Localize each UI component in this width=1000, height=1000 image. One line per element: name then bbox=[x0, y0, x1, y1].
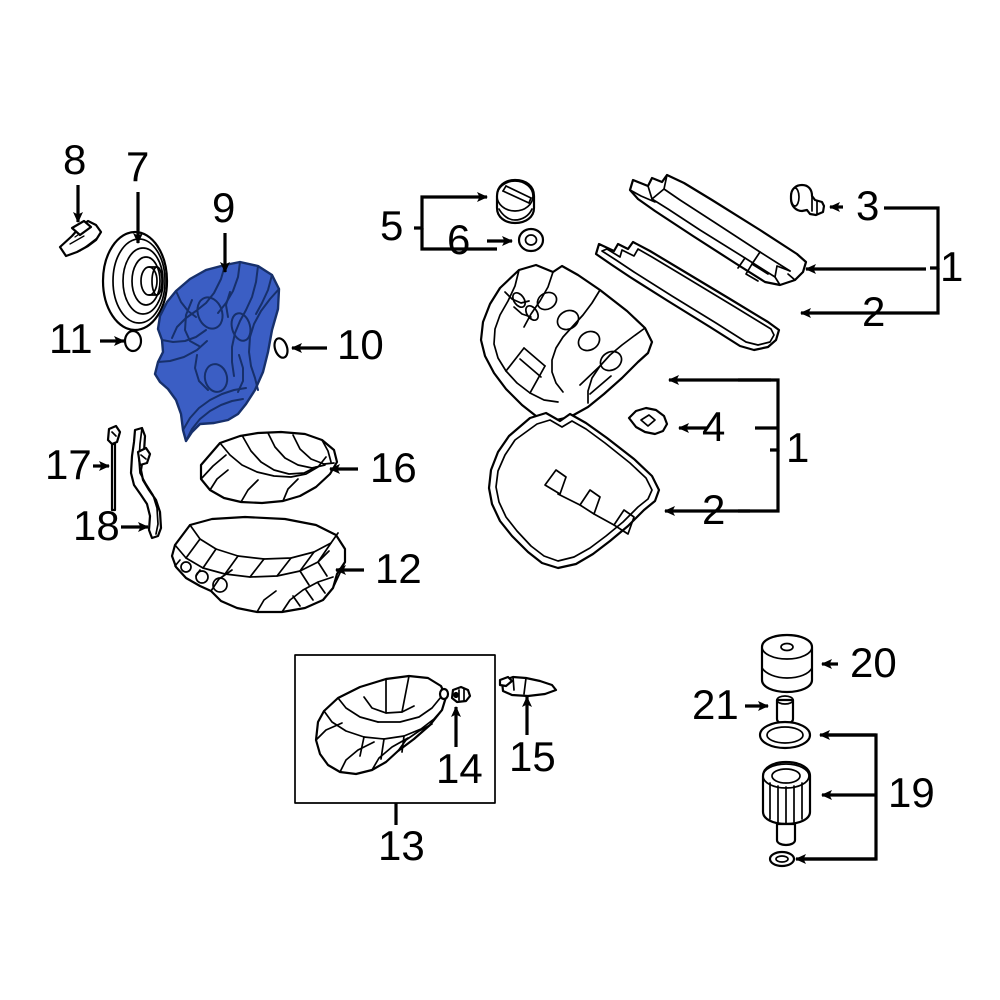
callout-label-20[interactable]: 20 bbox=[850, 639, 897, 686]
part-oil-filter-cap bbox=[760, 633, 814, 694]
part-valve-cover-grommet bbox=[627, 406, 669, 436]
part-oil-filter-lower-oring bbox=[768, 850, 796, 868]
part-front-crankshaft-seal bbox=[123, 329, 143, 353]
callout-label-10[interactable]: 10 bbox=[337, 321, 384, 368]
callout-label-18[interactable]: 18 bbox=[73, 502, 120, 549]
part-timing-cover-highlighted bbox=[153, 260, 281, 443]
callout-label-4[interactable]: 4 bbox=[702, 403, 726, 450]
leader-mid-group-bracket bbox=[664, 375, 780, 516]
callout-label-8[interactable]: 8 bbox=[63, 136, 87, 183]
part-valve-cover-gasket-lower bbox=[487, 411, 661, 570]
callout-label-14[interactable]: 14 bbox=[436, 745, 483, 792]
part-oil-filter-cap-pin bbox=[775, 695, 795, 726]
callout-label-13[interactable]: 13 bbox=[378, 822, 425, 869]
part-upper-oil-pan-ladder-frame bbox=[170, 515, 347, 614]
part-dipstick-tube bbox=[129, 426, 163, 540]
callout-label-1b[interactable]: 1 bbox=[786, 424, 810, 471]
part-oil-pan-scraper-wedge bbox=[498, 675, 558, 698]
part-oil-baffle-windage-tray bbox=[199, 430, 339, 505]
callout-label-16[interactable]: 16 bbox=[370, 444, 417, 491]
callout-label-5[interactable]: 5 bbox=[380, 202, 404, 249]
part-valve-cover-upper bbox=[628, 173, 808, 287]
callout-label-15[interactable]: 15 bbox=[509, 733, 556, 780]
callout-label-9[interactable]: 9 bbox=[212, 184, 236, 231]
part-valve-cover-gasket-upper bbox=[594, 240, 781, 352]
part-valve-cover-lower bbox=[479, 263, 654, 423]
callout-label-19[interactable]: 19 bbox=[888, 769, 935, 816]
part-crankshaft-pulley-bolt bbox=[58, 219, 103, 258]
leader-upper-group-bracket bbox=[800, 206, 940, 318]
callout-label-12[interactable]: 12 bbox=[375, 545, 422, 592]
part-oil-filter-element bbox=[761, 760, 812, 847]
part-crankshaft-pulley bbox=[101, 230, 169, 332]
part-oil-filler-cap bbox=[495, 178, 536, 225]
part-oil-drain-plug-washer bbox=[438, 685, 472, 704]
callout-label-7[interactable]: 7 bbox=[126, 143, 150, 190]
callout-label-11[interactable]: 11 bbox=[49, 315, 93, 362]
part-oil-filter-upper-oring bbox=[758, 720, 812, 750]
part-timing-cover-o-ring bbox=[273, 337, 289, 359]
leader-5-bracket bbox=[414, 192, 497, 251]
callout-label-17[interactable]: 17 bbox=[45, 441, 92, 488]
callout-label-2b[interactable]: 2 bbox=[702, 486, 726, 533]
leader-19-bracket bbox=[795, 730, 878, 864]
part-lower-oil-pan bbox=[314, 674, 448, 776]
callout-label-2a[interactable]: 2 bbox=[862, 288, 886, 335]
part-oil-level-dipstick bbox=[106, 424, 122, 512]
callout-label-21[interactable]: 21 bbox=[692, 681, 739, 728]
callout-label-6[interactable]: 6 bbox=[447, 216, 471, 263]
part-oil-filler-cap-seal bbox=[517, 227, 545, 253]
part-spark-plug-tube-seal bbox=[789, 183, 826, 217]
callout-label-3[interactable]: 3 bbox=[856, 182, 880, 229]
callout-label-1a[interactable]: 1 bbox=[940, 243, 964, 290]
